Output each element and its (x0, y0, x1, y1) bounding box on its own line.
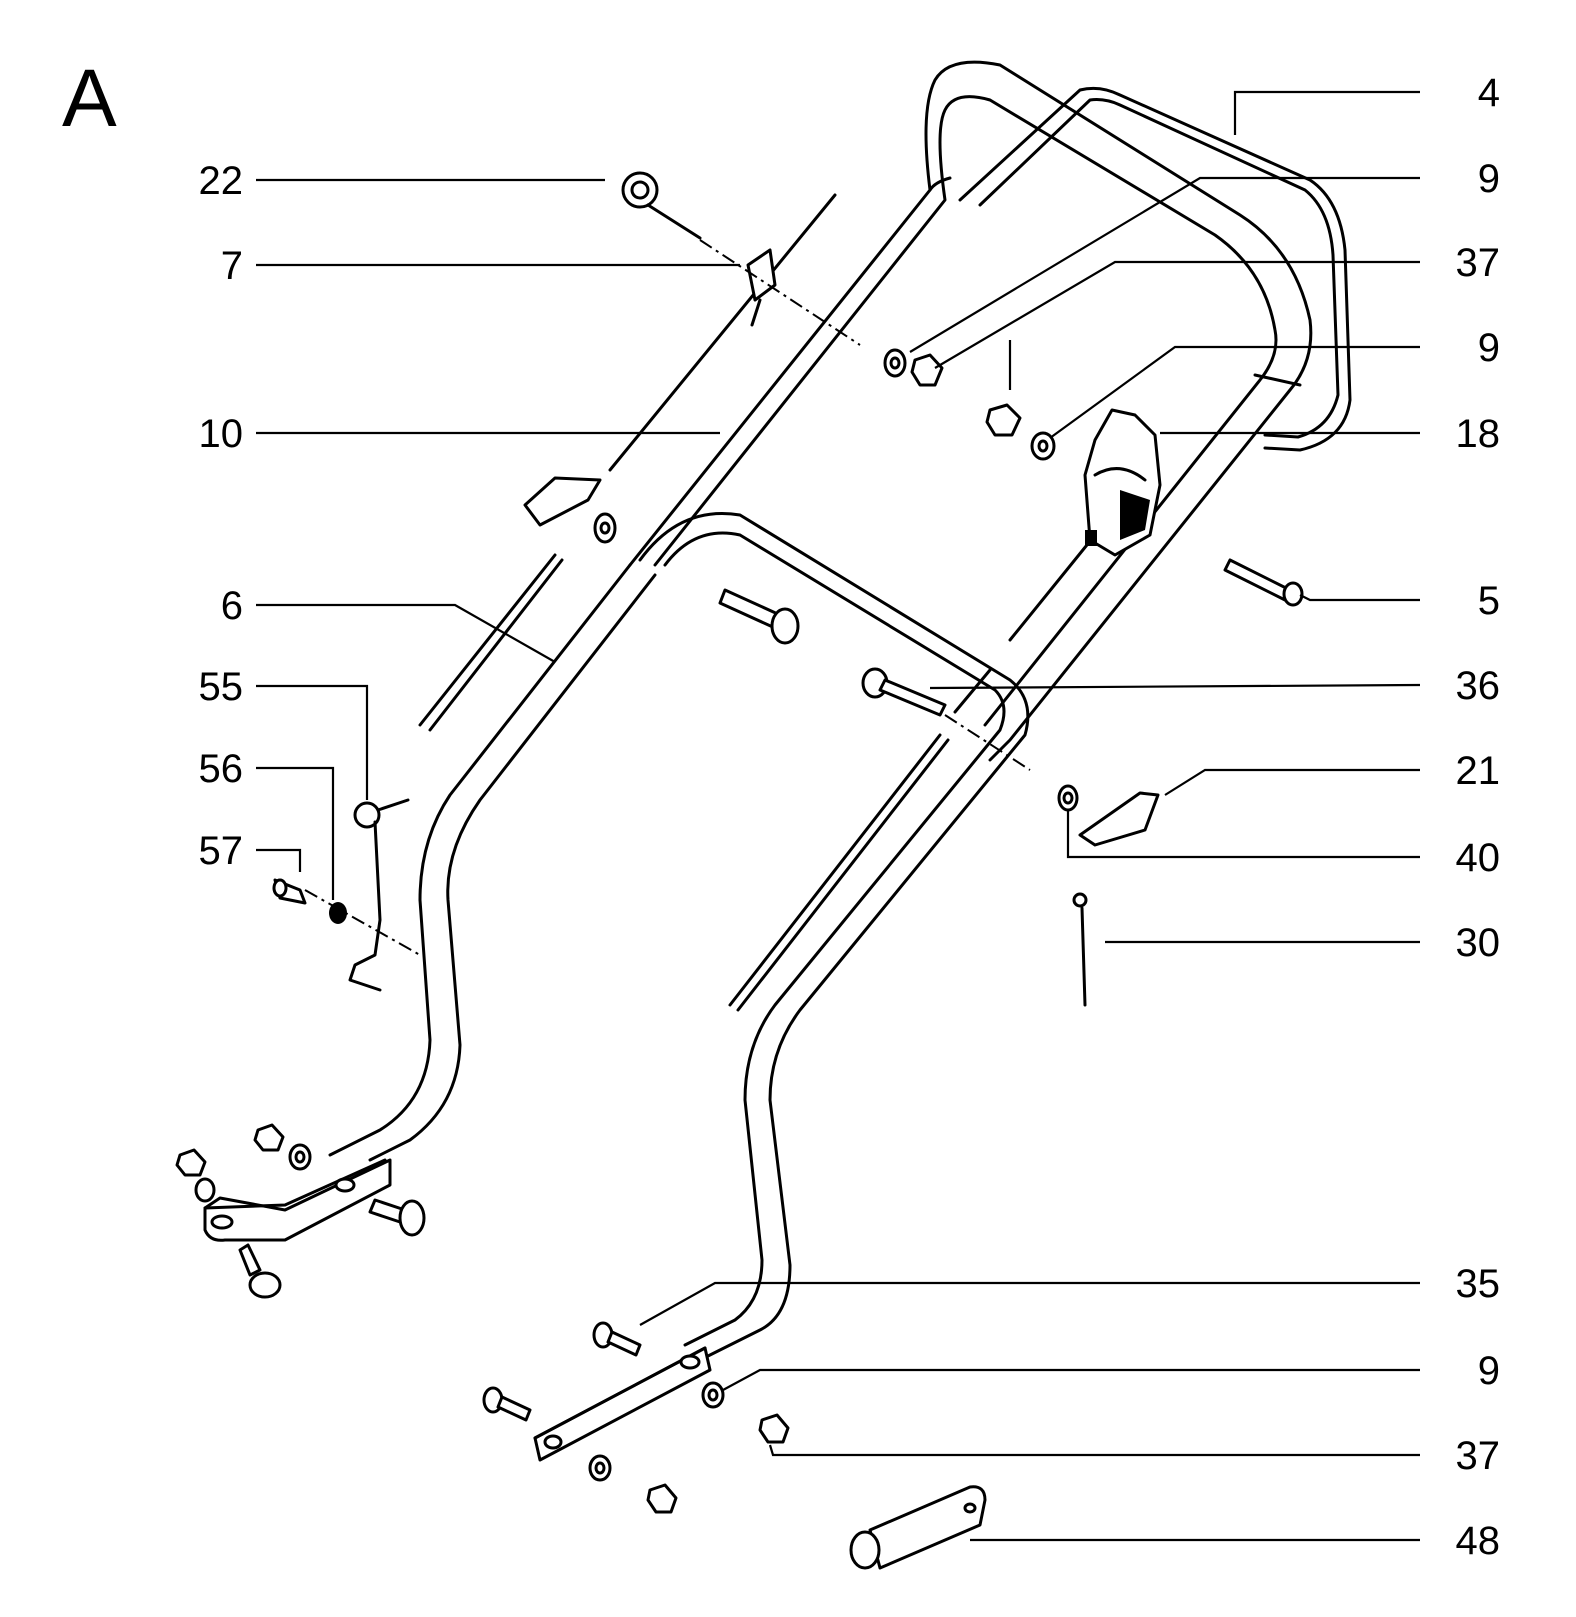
callout-40: 40 (1456, 836, 1501, 880)
nut-37-upper (910, 353, 944, 387)
callout-56: 56 (199, 747, 244, 791)
callout-57: 57 (199, 829, 244, 873)
callout-30: 30 (1456, 921, 1501, 965)
callout-37-b: 37 (1456, 1434, 1501, 1478)
cable-hook-55 (348, 798, 410, 992)
left-foot-bracket (203, 1158, 392, 1242)
right-foot-bracket (533, 1346, 712, 1462)
callout-36: 36 (1456, 664, 1501, 708)
washer-9-upper (883, 348, 907, 378)
callout-9-b: 9 (1478, 326, 1500, 370)
bolt-36 (861, 667, 947, 717)
callout-37-a: 37 (1456, 241, 1501, 285)
callout-55: 55 (199, 665, 244, 709)
callout-7: 7 (221, 244, 243, 288)
section-letter: A (62, 53, 117, 144)
callout-labels: 22 7 10 6 55 56 57 4 9 37 9 18 5 36 21 4… (199, 71, 1501, 1563)
screw-57 (272, 878, 307, 905)
cables (418, 193, 1097, 1012)
callout-48: 48 (1456, 1519, 1501, 1563)
washer-40 (1057, 784, 1079, 812)
lower-handle (328, 511, 1030, 1362)
callout-21: 21 (1456, 749, 1501, 793)
nut-9b (985, 403, 1022, 437)
washer-left (593, 512, 617, 544)
callout-9-a: 9 (1478, 157, 1500, 201)
knob-left (523, 476, 602, 527)
callout-5: 5 (1478, 579, 1500, 623)
callout-6: 6 (221, 584, 243, 628)
bolt-5 (1223, 558, 1304, 607)
leader-lines (256, 90, 1421, 1542)
washer-56 (329, 902, 347, 924)
eye-bolt-22 (621, 171, 702, 240)
cable-clip-7 (746, 248, 777, 327)
bracket-48 (849, 1485, 987, 1570)
lower-right-fasteners (482, 1321, 790, 1514)
callout-35: 35 (1456, 1262, 1501, 1306)
callout-9-c: 9 (1478, 1349, 1500, 1393)
washer-9b (1030, 431, 1056, 461)
carriage-bolt-center (718, 588, 800, 645)
control-lever-18 (1083, 408, 1162, 557)
callout-4: 4 (1478, 71, 1500, 115)
callout-18: 18 (1456, 412, 1501, 456)
lower-left-fasteners (175, 1123, 426, 1299)
knob-21 (1078, 791, 1160, 847)
pin-30 (1072, 892, 1088, 1007)
callout-22: 22 (199, 159, 244, 203)
callout-10: 10 (199, 412, 244, 456)
assembly-axes (304, 239, 1031, 956)
